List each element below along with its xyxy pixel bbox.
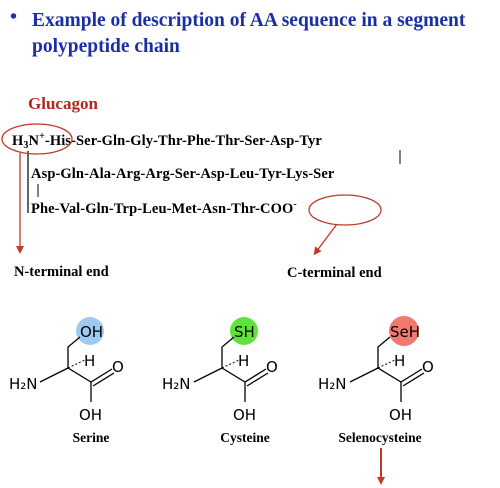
selenocysteine-co-double <box>402 372 425 387</box>
protein-name: Glucagon <box>28 94 98 113</box>
serine-o-label: O <box>112 358 124 376</box>
cysteine-structure: SH H O H₂N OH <box>162 317 278 424</box>
selenocysteine-name: Selenocysteine <box>338 430 422 445</box>
serine-structure: OH H O H₂N OH <box>9 317 124 424</box>
selenocysteine-bonds <box>377 336 391 368</box>
cysteine-name: Cysteine <box>220 430 270 445</box>
n-terminal-n: N <box>28 133 40 149</box>
serine-hydroxyl-label: OH <box>79 406 102 424</box>
serine-c-bond <box>67 367 92 383</box>
serine-amine-label: H₂N <box>9 375 38 393</box>
cysteine-bonds <box>221 336 235 368</box>
bullet-marker: • <box>10 6 18 28</box>
selenocysteine-h-label: H <box>394 352 405 370</box>
c-terminal-label: C-terminal end <box>287 265 382 281</box>
selenocysteine-side-group-label: SeH <box>390 323 420 341</box>
serine-side-group-bubble <box>76 317 104 345</box>
selenocysteine-o-label: O <box>422 358 434 376</box>
serine-h-bond <box>67 359 86 369</box>
cysteine-o-label: O <box>266 358 278 376</box>
selenocysteine-c-bond <box>377 367 402 383</box>
selenocysteine-side-group-bubble <box>389 316 419 346</box>
cysteine-n-bond <box>193 367 223 383</box>
sequence-line-2: Asp-Gln-Ala-Arg-Arg-Ser-Asp-Leu-Tyr-Lys-… <box>31 166 335 182</box>
sequence-line-3: Phe-Val-Gln-Trp-Leu-Met-Asn-Thr-COO- <box>31 199 297 218</box>
n-terminal-subscript: 3 <box>23 140 29 151</box>
serine-bonds <box>67 336 81 368</box>
sequence-line-1: H3N+-His-Ser-Gln-Gly-Thr-Phe-Thr-Ser-Asp… <box>12 131 322 151</box>
selenocysteine-n-bond <box>349 367 379 383</box>
cysteine-amine-label: H₂N <box>162 375 191 393</box>
selenocysteine-co-bond <box>400 368 423 383</box>
serine-co-double <box>92 372 115 387</box>
serine-co-bond <box>90 368 113 383</box>
n-terminal-charge: + <box>39 131 45 142</box>
selenocysteine-hydroxyl-label: OH <box>389 406 412 424</box>
n-terminal-highlight <box>1 123 73 155</box>
n-terminal-h: H <box>12 133 24 149</box>
sequence-line-3-residues: Phe-Val-Gln-Trp-Leu-Met-Asn-Thr-COO <box>31 201 294 217</box>
cysteine-co-bond <box>244 368 267 383</box>
cysteine-h-label: H <box>238 352 249 370</box>
serine-name: Serine <box>72 430 110 445</box>
cysteine-c-bond <box>221 367 246 383</box>
cysteine-side-group-label: SH <box>234 323 255 341</box>
c-terminal-highlight <box>308 194 382 226</box>
cysteine-co-double <box>246 372 269 387</box>
cysteine-hydroxyl-label: OH <box>233 406 256 424</box>
cysteine-side-group-bubble <box>230 317 258 345</box>
c-terminal-arrow <box>313 223 338 256</box>
n-terminal-label: N-terminal end <box>14 264 109 280</box>
serine-side-group-label: OH <box>80 323 103 341</box>
selenocysteine-amine-label: H₂N <box>318 375 347 393</box>
sequence-line-1-residues: -His-Ser-Gln-Gly-Thr-Phe-Thr-Ser-Asp-Tyr <box>44 133 322 149</box>
slide-title: Example of description of AA sequence in… <box>32 10 466 57</box>
serine-h-label: H <box>84 352 95 370</box>
cysteine-h-bond <box>221 359 240 369</box>
serine-n-bond <box>39 367 69 383</box>
c-terminal-charge: - <box>293 199 297 210</box>
selenocysteine-structure: SeH H O H₂N OH <box>318 316 434 424</box>
selenocysteine-h-bond <box>377 359 396 369</box>
